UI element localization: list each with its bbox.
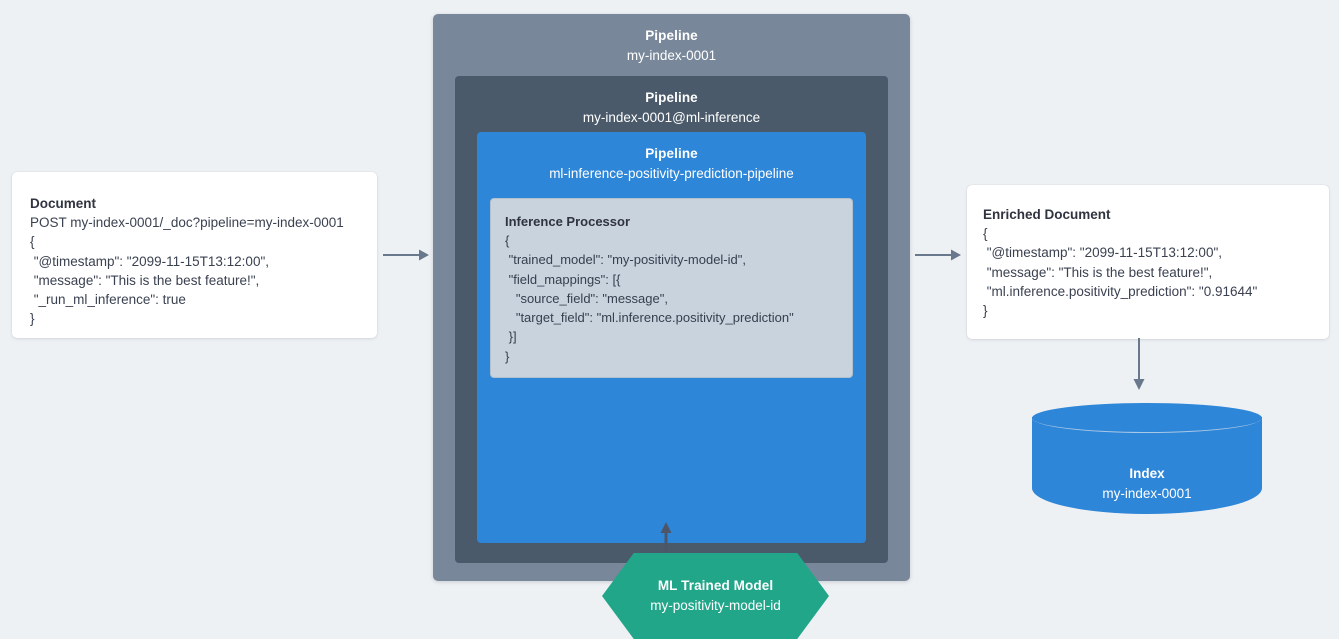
enriched-document-line: "@timestamp": "2099-11-15T13:12:00", xyxy=(983,245,1222,261)
pipeline-middle-title: Pipeline xyxy=(645,90,698,105)
enriched-document-card: Enriched Document { "@timestamp": "2099-… xyxy=(967,185,1329,339)
index-label: Index my-index-0001 xyxy=(1032,465,1262,503)
pipeline-inner-box: Pipeline ml-inference-positivity-predict… xyxy=(477,132,866,639)
ml-trained-model-hexagon: ML Trained Model my-positivity-model-id xyxy=(602,553,829,639)
pipeline-middle-box: Pipeline my-index-0001@ml-inference Pipe… xyxy=(455,76,888,639)
pipeline-outer-box: Pipeline my-index-0001 Pipeline my-index… xyxy=(433,14,910,639)
inference-processor-line: } xyxy=(505,348,510,364)
cylinder-body xyxy=(1032,417,1262,514)
pipeline-middle-header: Pipeline my-index-0001@ml-inference xyxy=(455,76,888,127)
document-line: "@timestamp": "2099-11-15T13:12:00", xyxy=(30,253,269,269)
pipeline-inner-header: Pipeline ml-inference-positivity-predict… xyxy=(477,132,866,183)
inference-processor-line: { xyxy=(505,233,510,248)
pipeline-outer-header: Pipeline my-index-0001 xyxy=(433,14,910,65)
ml-trained-model-name: my-positivity-model-id xyxy=(650,598,781,613)
inference-processor-line: "target_field": "ml.inference.positivity… xyxy=(505,310,794,326)
inference-processor-box: Inference Processor { "trained_model": "… xyxy=(490,198,853,378)
inference-processor-title: Inference Processor xyxy=(505,214,631,229)
pipeline-outer-title: Pipeline xyxy=(645,28,698,43)
document-title: Document xyxy=(30,196,97,211)
enriched-document-line: { xyxy=(983,226,988,241)
enriched-document-line: "ml.inference.positivity_prediction": "0… xyxy=(983,283,1258,299)
arrow-document-to-pipeline-icon xyxy=(383,248,429,267)
enriched-document-title: Enriched Document xyxy=(983,207,1111,222)
pipeline-outer-name: my-index-0001 xyxy=(626,48,717,63)
pipeline-middle-name: my-index-0001@ml-inference xyxy=(582,110,761,125)
arrow-pipeline-to-enriched-icon xyxy=(915,248,961,267)
document-line: POST my-index-0001/_doc?pipeline=my-inde… xyxy=(30,215,344,230)
document-line: { xyxy=(30,234,35,250)
inference-processor-line: "source_field": "message", xyxy=(505,290,668,306)
index-title: Index xyxy=(1129,466,1165,481)
document-line: "_run_ml_inference": true xyxy=(30,292,186,308)
index-cylinder: Index my-index-0001 xyxy=(1032,403,1262,528)
enriched-document-line: "message": "This is the best feature!", xyxy=(983,264,1213,280)
ml-trained-model-title: ML Trained Model xyxy=(657,578,774,593)
document-card: Document POST my-index-0001/_doc?pipelin… xyxy=(12,172,377,338)
arrow-enriched-to-index-icon xyxy=(1132,338,1146,395)
document-line: } xyxy=(30,311,35,327)
document-line: "message": "This is the best feature!", xyxy=(30,272,260,288)
enriched-document-line: } xyxy=(983,303,988,319)
index-name: my-index-0001 xyxy=(1102,486,1192,501)
inference-processor-line: }] xyxy=(505,329,517,345)
inference-processor-line: "field_mappings": [{ xyxy=(505,271,621,287)
pipeline-inner-title: Pipeline xyxy=(645,146,698,161)
pipeline-inner-name: ml-inference-positivity-prediction-pipel… xyxy=(549,166,794,181)
inference-processor-line: "trained_model": "my-positivity-model-id… xyxy=(505,252,746,268)
cylinder-top-ellipse xyxy=(1032,403,1262,433)
diagram-canvas: Document POST my-index-0001/_doc?pipelin… xyxy=(12,14,1329,639)
